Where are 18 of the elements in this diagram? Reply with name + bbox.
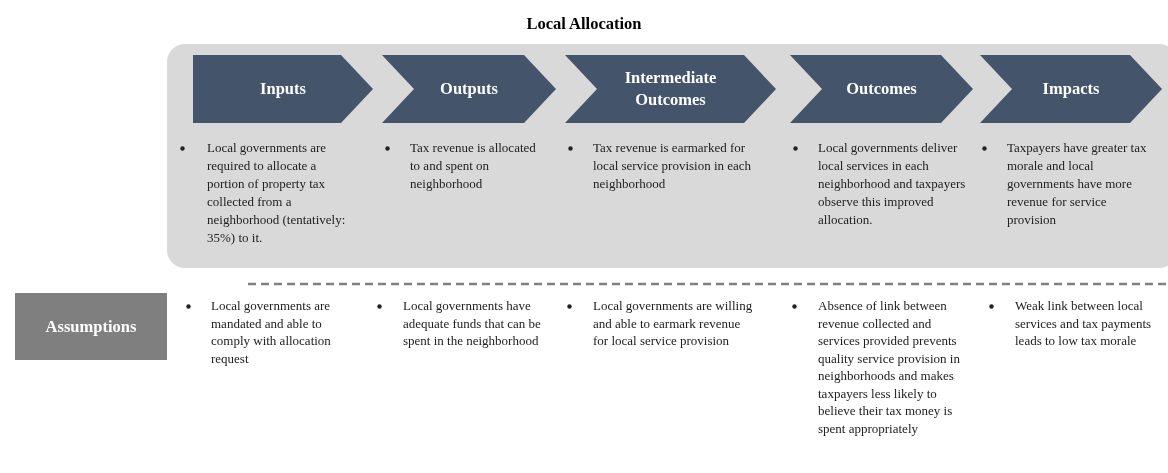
chevron-shape: Impacts <box>980 55 1162 123</box>
bullet-text: Tax revenue is allocated to and spent on neighborhood <box>410 139 537 193</box>
bullet-text: Local governments are required to allocate a portion of property tax collected from a neighborhood (tentatively: 35%) to it. <box>207 139 347 247</box>
assumption-text: Local governments are mandated and able to comply with allocation request <box>211 297 332 367</box>
bullet-text: Taxpayers have greater tax morale and local governments have more revenue for service provision <box>1007 139 1147 229</box>
bullet-text: Tax revenue is earmarked for local service provision in each neighborhood <box>593 139 753 193</box>
assumption-text: Local governments are willing and able to earmark revenue for local service provision <box>593 297 753 350</box>
bullet-text: Local governments deliver local services in each neighborhood and taxpayers observe this improved allocation. <box>818 139 966 229</box>
chevron-shape: Intermediate Outcomes <box>565 55 776 123</box>
assumptions-box: Assumptions <box>15 293 167 360</box>
panel-background <box>167 44 1168 268</box>
assumption-text: Local governments have adequate funds that can be spent in the neighborhood <box>403 297 542 350</box>
chevron-shape: Inputs <box>193 55 373 123</box>
diagram-title: Local Allocation <box>525 14 643 34</box>
chevron-shape: Outputs <box>382 55 556 123</box>
chevron-shape: Outcomes <box>790 55 973 123</box>
assumption-text: Absence of link between revenue collected and services provided prevents quality service provision in neighborhoods and makes taxpayers less likely to believe their tax money is spent appropriately <box>818 297 961 437</box>
assumption-text: Weak link between local services and tax payments leads to low tax morale <box>1015 297 1153 350</box>
